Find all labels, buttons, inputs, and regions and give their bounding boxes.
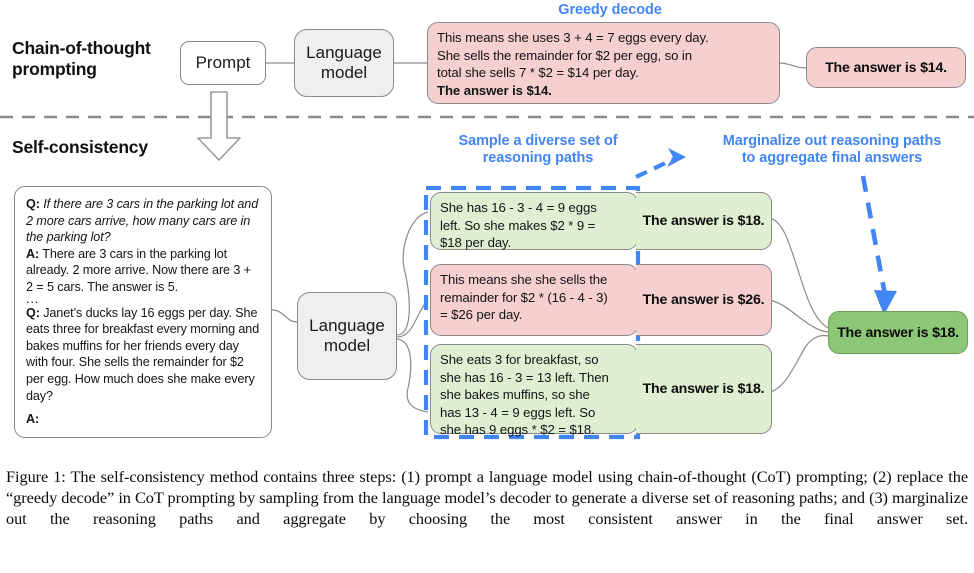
path-2-line2: remainder for $2 * (16 - 4 - 3) <box>440 289 608 305</box>
path-2-line3: = $26 per day. <box>440 307 523 323</box>
cot-language-model-box[interactable]: Language model <box>294 29 394 97</box>
prompt-a1: A: There are 3 cars in the parking lot a… <box>26 246 260 296</box>
path-2-line1: This means she she sells the <box>440 272 608 287</box>
cot-reasoning-line3: total she sells 7 * $2 = $14 per day. <box>437 65 639 81</box>
final-answer-text: The answer is $18. <box>837 324 959 341</box>
final-answer-box: The answer is $18. <box>828 311 968 354</box>
reasoning-path-1-answer: The answer is $18. <box>636 192 772 250</box>
cot-section-title-line1: Chain-of-thought <box>12 38 151 58</box>
cot-reasoning-line1: This means she uses 3 + 4 = 7 eggs every… <box>437 30 709 45</box>
greedy-decode-label-text: Greedy decode <box>558 2 662 18</box>
path-3-answer-text: The answer is $18. <box>642 381 765 397</box>
cot-language-model-line1: Language <box>306 42 382 62</box>
reasoning-path-3-answer: The answer is $18. <box>636 344 772 434</box>
reasoning-path-3-bubble: She eats 3 for breakfast, so she has 16 … <box>430 344 638 437</box>
prompt-a1-text: There are 3 cars in the parking lot alre… <box>26 246 251 295</box>
path-3-line1: She eats 3 for breakfast, so <box>440 352 599 367</box>
prompt-box-label: Prompt <box>195 53 251 72</box>
path-1-line2: left. So she makes $2 * 9 = <box>440 217 596 233</box>
marginalize-label-line1: Marginalize out reasoning paths <box>722 133 942 149</box>
cot-section-title-line2: prompting <box>12 59 97 80</box>
path-3-line3: she bakes muffins, so she <box>440 387 590 403</box>
cot-answer-box: The answer is $14. <box>806 47 966 88</box>
marginalize-label: Marginalize out reasoning paths to aggre… <box>692 133 972 168</box>
prompt-a2-tag: A: <box>26 412 40 427</box>
prompt-q2-tag: Q: <box>26 305 40 320</box>
cot-reasoning-line4: The answer is $14. <box>437 82 552 98</box>
prompt-box[interactable]: Prompt <box>180 41 266 85</box>
prompt-a1-tag: A: <box>26 246 40 261</box>
cot-answer-text: The answer is $14. <box>825 59 947 76</box>
prompt-a2: A: <box>26 411 260 428</box>
sc-language-model-line1: Language <box>309 315 385 335</box>
greedy-decode-label: Greedy decode <box>510 2 710 19</box>
self-consistency-title-text: Self-consistency <box>12 137 148 157</box>
sample-paths-label-line1: Sample a diverse set of <box>458 133 618 149</box>
marginalize-label-line2: to aggregate final answers <box>741 150 923 167</box>
cot-reasoning-line2: She sells the remainder for $2 per egg, … <box>437 47 693 63</box>
sc-language-model-line2: model <box>323 336 371 355</box>
path-3-line4: has 13 - 4 = 9 eggs left. So <box>440 404 596 420</box>
path-1-line1: She has 16 - 3 - 4 = 9 eggs <box>440 200 597 215</box>
cot-reasoning-bubble: This means she uses 3 + 4 = 7 eggs every… <box>427 22 780 104</box>
few-shot-prompt-box: Q: If there are 3 cars in the parking lo… <box>14 186 272 438</box>
path-2-answer-text: The answer is $26. <box>642 292 765 308</box>
reasoning-path-1-bubble: She has 16 - 3 - 4 = 9 eggs left. So she… <box>430 192 638 250</box>
path-1-line3: $18 per day. <box>440 235 512 251</box>
cot-section-title: Chain-of-thought prompting <box>12 38 192 81</box>
reasoning-path-2-answer: The answer is $26. <box>636 264 772 336</box>
self-consistency-section-title: Self-consistency <box>12 137 252 158</box>
reasoning-path-2-bubble: This means she she sells the remainder f… <box>430 264 638 336</box>
path-3-line5: she has 9 eggs * $2 = $18. <box>440 422 595 438</box>
sample-paths-label: Sample a diverse set of reasoning paths <box>432 133 644 168</box>
figure-caption-text: Figure 1: The self-consistency method co… <box>6 467 968 529</box>
prompt-q1-tag: Q: <box>26 197 40 211</box>
prompt-q2: Q: Janet’s ducks lay 16 eggs per day. Sh… <box>26 305 260 405</box>
path-3-line2: she has 16 - 3 = 13 left. Then <box>440 369 609 385</box>
prompt-q1-text: If there are 3 cars in the parking lot a… <box>26 197 259 245</box>
prompt-q1: Q: If there are 3 cars in the parking lo… <box>26 196 260 246</box>
sc-language-model-box[interactable]: Language model <box>297 292 397 380</box>
path-1-answer-text: The answer is $18. <box>642 213 765 229</box>
sample-paths-label-line2: reasoning paths <box>482 150 594 167</box>
prompt-ellipsis: ... <box>26 291 40 306</box>
blue-arrow-long <box>860 175 888 296</box>
figure-caption: Figure 1: The self-consistency method co… <box>6 466 968 529</box>
cot-language-model-line2: model <box>320 63 368 82</box>
prompt-q2-text: Janet’s ducks lay 16 eggs per day. She e… <box>26 305 260 403</box>
